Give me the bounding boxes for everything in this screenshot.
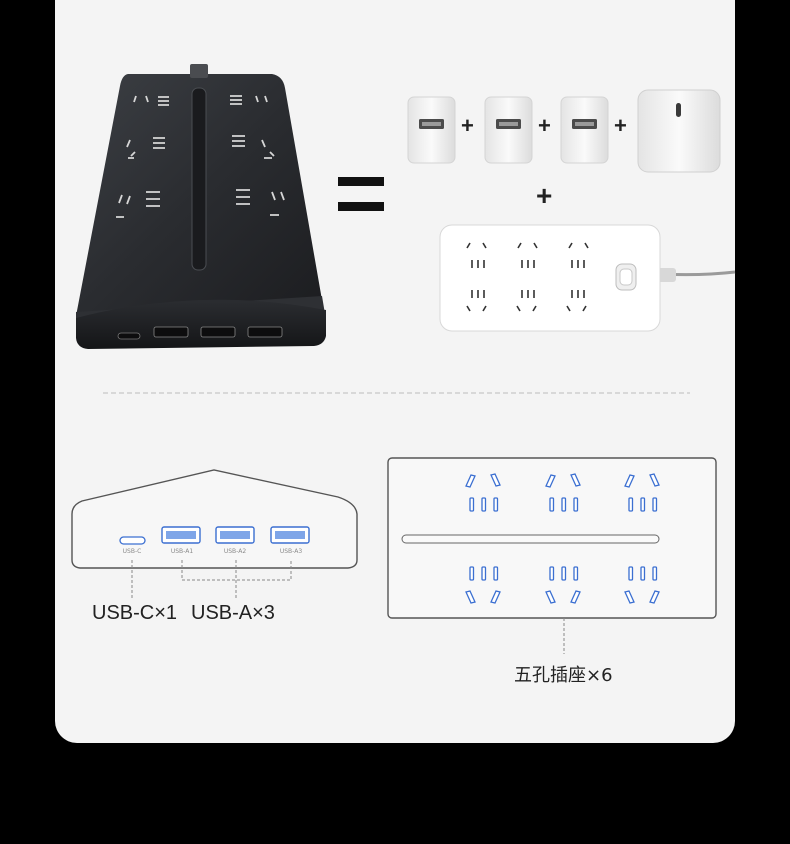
- plus-sign: +: [538, 113, 551, 138]
- outlet-count-label: 五孔插座×6: [514, 665, 613, 686]
- equals-sign: [338, 177, 384, 211]
- white-power-strip-icon: [439, 224, 736, 332]
- usb-a-charger-icon: [560, 96, 609, 164]
- usb-a-count-label: USB-A×3: [191, 602, 275, 624]
- plus-sign: +: [461, 113, 474, 138]
- power-strip-icon: [76, 64, 326, 349]
- strip-front-diagram: [71, 469, 358, 600]
- usb-a-charger-icon: [407, 96, 456, 164]
- usb-a1-port-label: USB-A1: [171, 548, 193, 555]
- outlet-layout-diagram: [387, 457, 717, 654]
- plus-sign: +: [536, 180, 553, 211]
- plus-sign: +: [614, 113, 627, 138]
- usb-a3-port-label: USB-A3: [280, 548, 302, 555]
- usb-c-count-label: USB-C×1: [92, 602, 178, 624]
- usb-a-charger-icon: [484, 96, 533, 164]
- usb-a2-port-label: USB-A2: [224, 548, 246, 555]
- usb-c-charger-icon: [637, 89, 721, 173]
- usb-c-port-label: USB-C: [123, 548, 142, 555]
